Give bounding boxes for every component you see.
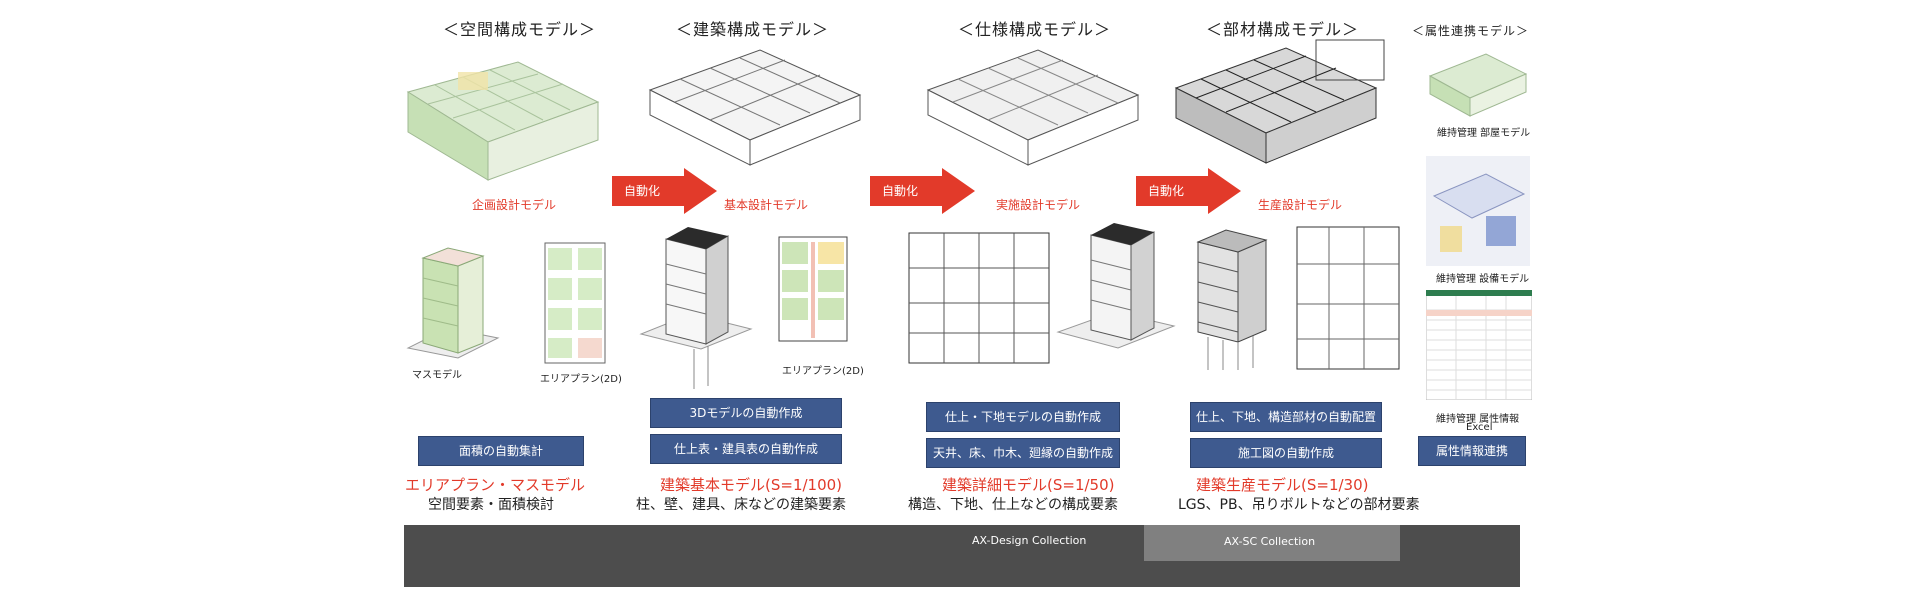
detail-plan-image [904, 228, 1054, 368]
sc-collection-label: AX-SC Collection [1224, 535, 1316, 548]
model-label-planning: 企画設計モデル [472, 198, 557, 212]
area-plan-image-2 [776, 234, 850, 344]
spec-model-image [918, 40, 1148, 170]
excel-sheet-image [1426, 290, 1532, 400]
automation-arrow-label: 自動化 [1148, 184, 1185, 198]
sc-collection-segment [1144, 525, 1400, 561]
member-model-image [1166, 38, 1386, 173]
automation-arrow-label: 自動化 [882, 184, 919, 198]
construction-drawing-button: 施工図の自動作成 [1190, 438, 1382, 468]
placement-button: 仕上、下地、構造部材の自動配置 [1190, 402, 1382, 432]
stage2-red-title: 建築基本モデル(S=1/100) [660, 476, 843, 494]
model-label-basic: 基本設計モデル [724, 198, 809, 212]
stage4-desc: LGS、PB、吊りボルトなどの部材要素 [1178, 497, 1420, 513]
attribute-info-label: 維持管理 属性情報 [1436, 414, 1520, 425]
detail-building-image [1056, 220, 1176, 390]
automation-arrow-1: 自動化 [612, 168, 717, 214]
area-plan-image-1 [540, 238, 610, 368]
mass-model-image [398, 238, 508, 378]
stage3-red-title: 建築詳細モデル(S=1/50) [942, 476, 1115, 494]
stage1-desc: 空間要素・面積検討 [428, 497, 554, 513]
finish-base-button: 仕上・下地モデルの自動作成 [926, 402, 1120, 432]
production-plan-image [1294, 224, 1402, 372]
mass-model-label: マスモデル [412, 370, 462, 381]
basic-building-image [636, 224, 756, 394]
stage-title-space: ＜空間構成モデル＞ [443, 20, 597, 39]
production-frame-image [1188, 222, 1278, 372]
stage-title-attribute: ＜属性連携モデル＞ [1412, 24, 1530, 38]
automation-arrow-2: 自動化 [870, 168, 975, 214]
stage2-desc: 柱、壁、建具、床などの建築要素 [636, 497, 846, 513]
equipment-model-label: 維持管理 設備モデル [1436, 274, 1530, 285]
stage-title-architecture: ＜建築構成モデル＞ [676, 20, 830, 39]
model3d-button: 3Dモデルの自動作成 [650, 398, 842, 428]
excel-label: Excel [1466, 422, 1493, 433]
room-model-label: 維持管理 部屋モデル [1437, 128, 1531, 139]
architecture-model-image [640, 40, 870, 170]
collection-bar: AX-Design Collection AX-SC Collection [404, 525, 1520, 587]
model-label-production: 生産設計モデル [1258, 198, 1343, 212]
area-plan-label-1: エリアプラン(2D) [540, 374, 622, 385]
area-plan-label-2: エリアプラン(2D) [782, 366, 864, 377]
stage1-red-title: エリアプラン・マスモデル [405, 476, 586, 494]
equipment-model-image [1426, 156, 1530, 266]
finish-table-button: 仕上表・建具表の自動作成 [650, 434, 842, 464]
area-calc-button: 面積の自動集計 [418, 436, 584, 466]
automation-arrow-3: 自動化 [1136, 168, 1241, 214]
stage4-red-title: 建築生産モデル(S=1/30) [1196, 476, 1369, 494]
stage3-desc: 構造、下地、仕上などの構成要素 [908, 497, 1118, 513]
attribute-link-button: 属性情報連携 [1418, 436, 1526, 466]
space-model-image [398, 52, 608, 182]
stage-title-spec: ＜仕様構成モデル＞ [958, 20, 1112, 39]
stage-title-member: ＜部材構成モデル＞ [1206, 20, 1360, 39]
model-label-detail: 実施設計モデル [996, 198, 1081, 212]
ceiling-button: 天井、床、巾木、廻縁の自動作成 [926, 438, 1120, 468]
design-collection-label: AX-Design Collection [972, 534, 1087, 547]
room-model-image [1426, 48, 1530, 120]
automation-arrow-label: 自動化 [624, 184, 661, 198]
